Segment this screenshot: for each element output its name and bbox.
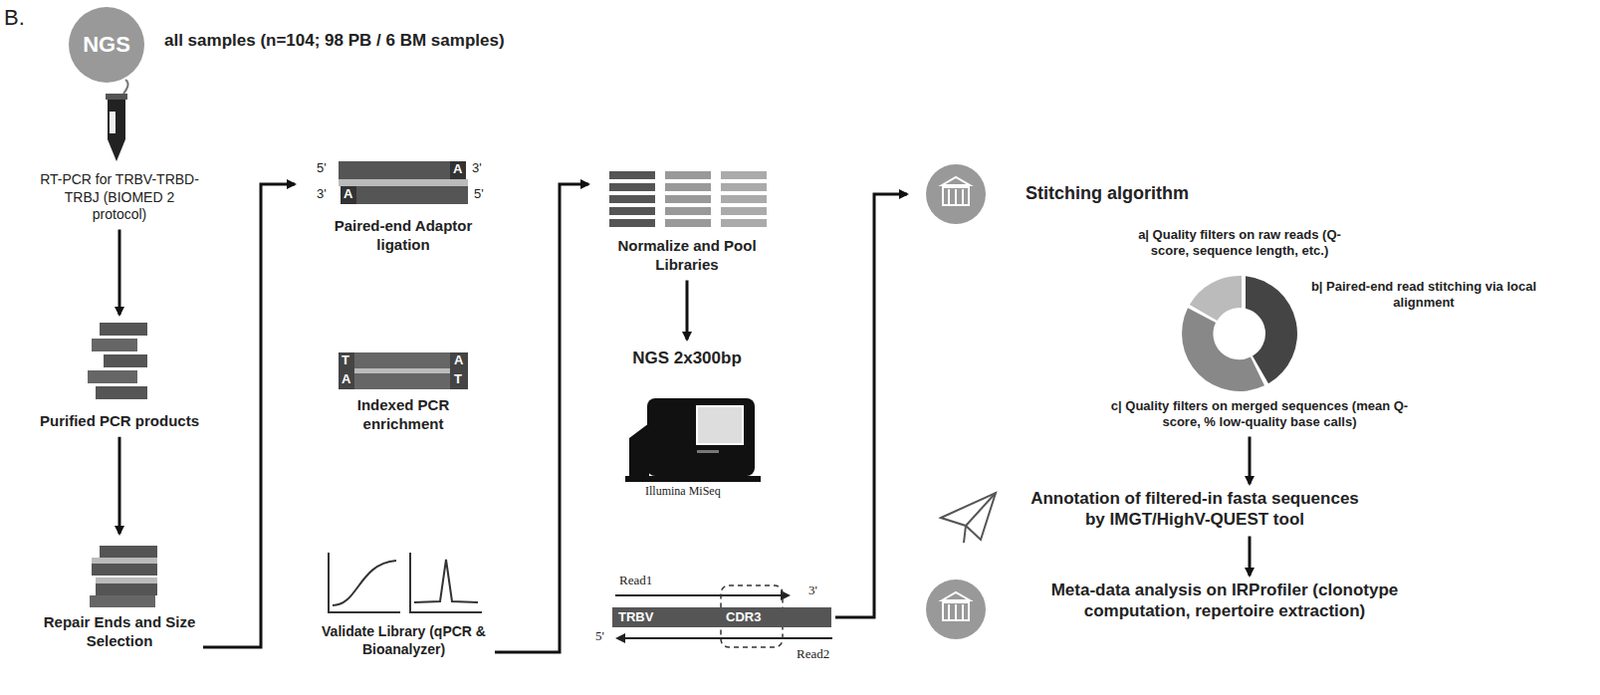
step-label: Repair Ends and Size Selection	[39, 537, 200, 652]
panel-letter: B.	[3, 5, 25, 30]
step-label: NGS 2x300bp	[592, 343, 782, 369]
annotation-label: 5'	[595, 629, 605, 644]
annotation-label: A	[341, 372, 351, 387]
annotation-label: A	[454, 353, 463, 368]
step-label: RT-PCR for TRBV-TRBD-TRBJ (BIOMED 2 prot…	[39, 87, 200, 225]
step-text: b| Paired-end read stitching via local a…	[1304, 278, 1544, 312]
flow-arrow	[1248, 437, 1252, 485]
step-text: Annotation of filtered-in fasta sequence…	[1025, 487, 1365, 531]
flow-arrow	[1248, 536, 1252, 577]
profiler-icon	[925, 579, 986, 640]
size-selection-icon	[89, 545, 158, 608]
annotation-label: T	[454, 372, 462, 387]
step-text: NGS 2x300bp	[592, 347, 782, 369]
annotation-label: A	[453, 162, 462, 177]
step-label: Normalize and Pool Libraries	[592, 167, 782, 275]
step-label: a| Quality filters on raw reads (Q-score…	[1130, 227, 1350, 260]
bioanalyzer-chart-icon	[410, 552, 482, 613]
flow-arrow	[494, 184, 589, 653]
flow-arrow	[118, 229, 122, 316]
step-label: Indexed PCR enrichment	[298, 348, 508, 435]
tube-icon	[105, 79, 129, 162]
step-label: b| Paired-end read stitching via local a…	[1304, 278, 1544, 312]
step-text: RT-PCR for TRBV-TRBD-TRBJ (BIOMED 2 prot…	[39, 171, 200, 225]
step-text: Indexed PCR enrichment	[323, 396, 483, 435]
step-text: Purified PCR products	[39, 412, 200, 432]
annotation-label: 3'	[808, 583, 818, 598]
circle-label: NGS	[82, 30, 131, 59]
step-label: Meta-data analysis on IRProfiler (clonot…	[1025, 579, 1424, 623]
ngs-circle: NGSall samples (n=104; 98 PB / 6 BM samp…	[68, 6, 145, 83]
annotation-label: 3'	[471, 161, 482, 176]
step-text: c| Quality filters on merged sequences (…	[1095, 398, 1424, 432]
annotation-label: Read2	[796, 647, 830, 662]
step-text: Meta-data analysis on IRProfiler (clonot…	[1025, 579, 1424, 623]
annotation-label: 3'	[316, 187, 327, 202]
step-text: a| Quality filters on raw reads (Q-score…	[1130, 227, 1350, 260]
step-text: Normalize and Pool Libraries	[607, 236, 767, 275]
flow-arrow	[835, 194, 908, 618]
annotation-label: Read1	[619, 573, 653, 588]
step-text: Stitching algorithm	[1025, 182, 1230, 206]
flow-arrow	[118, 437, 122, 534]
step-label: Annotation of filtered-in fasta sequence…	[1025, 487, 1365, 531]
indexed-pcr-icon	[338, 352, 468, 390]
annotation-label: 5'	[316, 161, 327, 176]
pcr-products-icon	[87, 322, 148, 400]
step-label: Purified PCR products	[39, 318, 200, 432]
annotation-label: 5'	[473, 187, 484, 202]
pool-icon	[609, 171, 767, 228]
flow-arrow	[685, 280, 689, 341]
step-label: c| Quality filters on merged sequences (…	[1095, 398, 1424, 432]
algorithm-icon	[925, 164, 986, 225]
heading: all samples (n=104; 98 PB / 6 BM samples…	[164, 29, 505, 51]
adaptor-icon	[338, 161, 468, 205]
qpcr-chart-icon	[328, 552, 401, 613]
flow-arrow	[203, 184, 295, 648]
region-label: CDR3	[725, 609, 761, 626]
sequencer-icon	[625, 398, 761, 482]
read-template-bar: TRBV CDR3	[612, 607, 832, 628]
step-text: Validate Library (qPCR & Bioanalyzer)	[316, 623, 491, 659]
step-text: Paired-end Adaptor ligation	[323, 217, 483, 255]
gene-label: TRBV	[618, 609, 654, 626]
step-label: Validate Library (qPCR & Bioanalyzer)	[316, 547, 491, 659]
step-label: Stitching algorithm	[911, 164, 1230, 225]
paper-plane-icon	[940, 492, 996, 543]
annotation-label: T	[341, 353, 350, 368]
cycle-donut	[1181, 275, 1298, 392]
annotation-label: A	[343, 187, 353, 202]
annotation-label: Illumina MiSeq	[645, 484, 721, 498]
step-text: Repair Ends and Size Selection	[39, 613, 200, 652]
